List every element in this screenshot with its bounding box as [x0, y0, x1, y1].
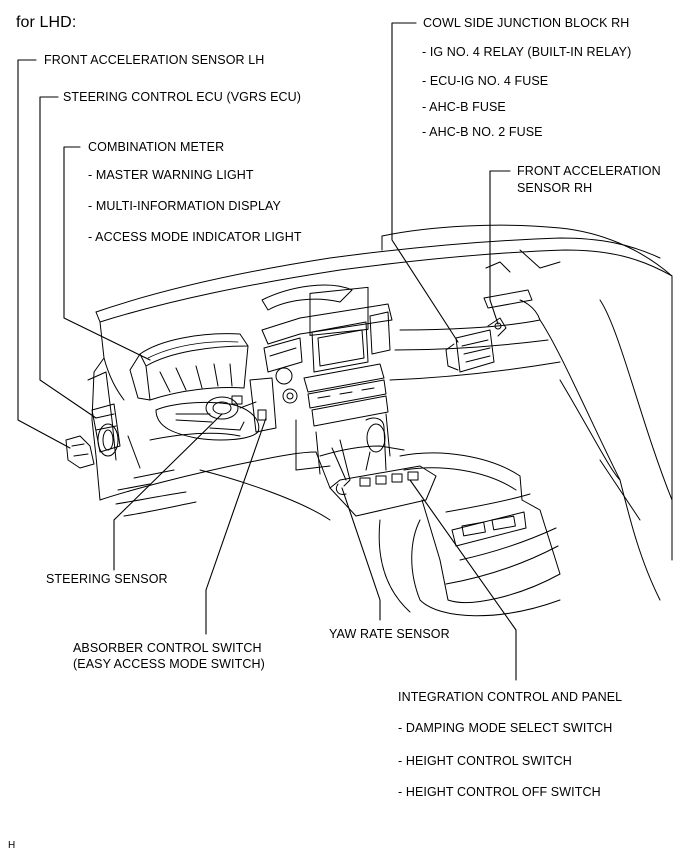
floor [199, 379, 641, 521]
steering-sensor-label: STEERING SENSOR [46, 572, 168, 586]
steering-column [155, 377, 277, 441]
integration-item-height-control: - HEIGHT CONTROL SWITCH [398, 754, 572, 768]
center-stack [261, 286, 393, 475]
front-acceleration-sensor-lh-label: FRONT ACCELERATION SENSOR LH [44, 53, 265, 67]
cowl-item-ahc-b-no2-fuse: - AHC-B NO. 2 FUSE [422, 125, 543, 139]
front-acceleration-sensor-rh-label-1: FRONT ACCELERATION [517, 164, 661, 178]
cowl-side-junction-block-label: COWL SIDE JUNCTION BLOCK RH [423, 16, 630, 30]
meter-item-multi-info-display: - MULTI-INFORMATION DISPLAY [88, 199, 281, 213]
absorber-control-switch-label-2: (EASY ACCESS MODE SWITCH) [73, 657, 265, 671]
diagram-title: for LHD: [16, 14, 77, 31]
center-console [319, 417, 561, 617]
integration-item-damping-mode: - DAMPING MODE SELECT SWITCH [398, 721, 613, 735]
steering-control-ecu-label: STEERING CONTROL ECU (VGRS ECU) [63, 90, 302, 104]
leader-lines [17, 22, 517, 681]
integration-control-panel-label: INTEGRATION CONTROL AND PANEL [398, 690, 623, 704]
cowl-item-ahc-b-fuse: - AHC-B FUSE [422, 100, 506, 114]
cowl-item-ecu-ig4-fuse: - ECU-IG NO. 4 FUSE [422, 74, 549, 88]
yaw-rate-sensor-label: YAW RATE SENSOR [329, 627, 450, 641]
footer-code: H [8, 840, 16, 851]
cowl-item-ig4-relay: - IG NO. 4 RELAY (BUILT-IN RELAY) [422, 45, 632, 59]
absorber-control-switch-label-1: ABSORBER CONTROL SWITCH [73, 641, 262, 655]
front-acceleration-sensor-rh-label-2: SENSOR RH [517, 181, 593, 195]
meter-item-master-warning: - MASTER WARNING LIGHT [88, 168, 254, 182]
dashboard-outline [95, 224, 673, 601]
combination-meter-label: COMBINATION METER [88, 140, 225, 154]
meter-item-access-mode-indicator: - ACCESS MODE INDICATOR LIGHT [88, 230, 302, 244]
cowl-junction-block [445, 317, 507, 373]
instrument-cluster [129, 333, 249, 401]
integration-item-height-control-off: - HEIGHT CONTROL OFF SWITCH [398, 785, 601, 799]
